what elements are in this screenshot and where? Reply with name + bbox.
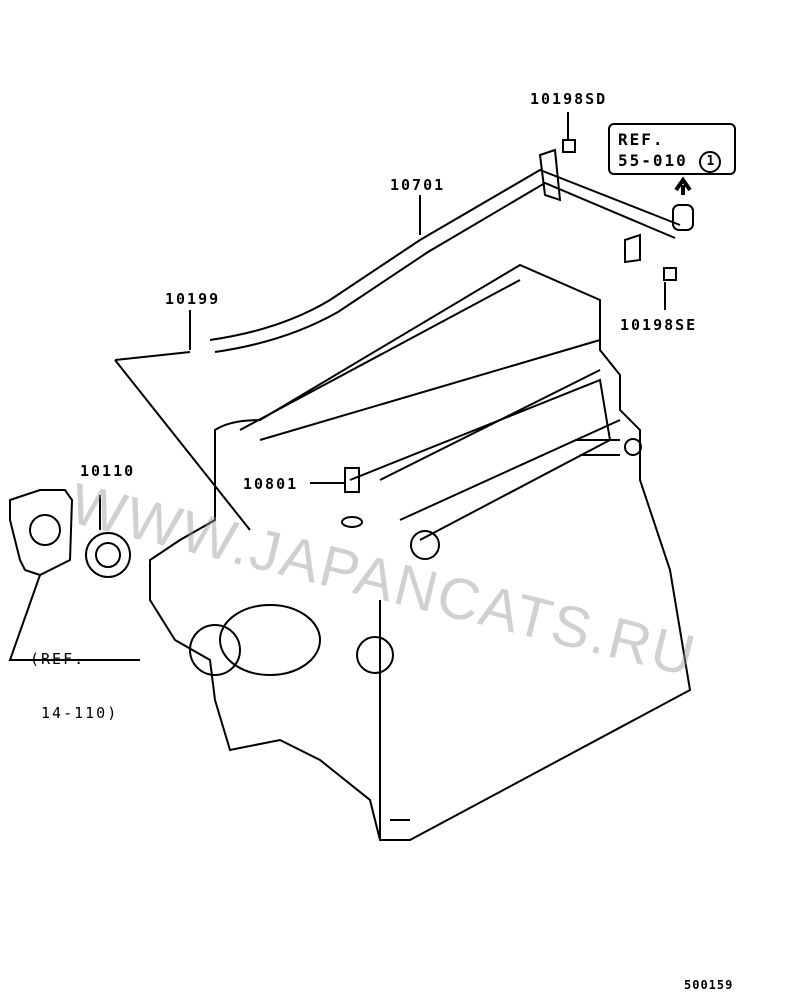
ref-thermo-line2: 14-110) — [30, 704, 119, 722]
part-label-10198se[interactable]: 10198SE — [620, 316, 698, 334]
part-label-10198sd[interactable]: 10198SD — [530, 90, 608, 108]
part-label-10801[interactable]: 10801 — [243, 475, 299, 493]
circled-number: 1 — [699, 150, 722, 173]
part-label-10701[interactable]: 10701 — [390, 176, 446, 194]
ref-line2: 55-010 — [618, 151, 688, 170]
part-label-10199[interactable]: 10199 — [165, 290, 221, 308]
diagram-id: 500159 — [684, 978, 734, 992]
part-label-10110[interactable]: 10110 — [80, 462, 136, 480]
reference-box-55-010[interactable]: REF. 55-010 1 — [608, 123, 736, 175]
reference-14-110[interactable]: (REF. 14-110) — [30, 614, 118, 758]
ref-thermo-line1: (REF. — [30, 650, 86, 668]
ref-line1: REF. — [618, 130, 665, 149]
